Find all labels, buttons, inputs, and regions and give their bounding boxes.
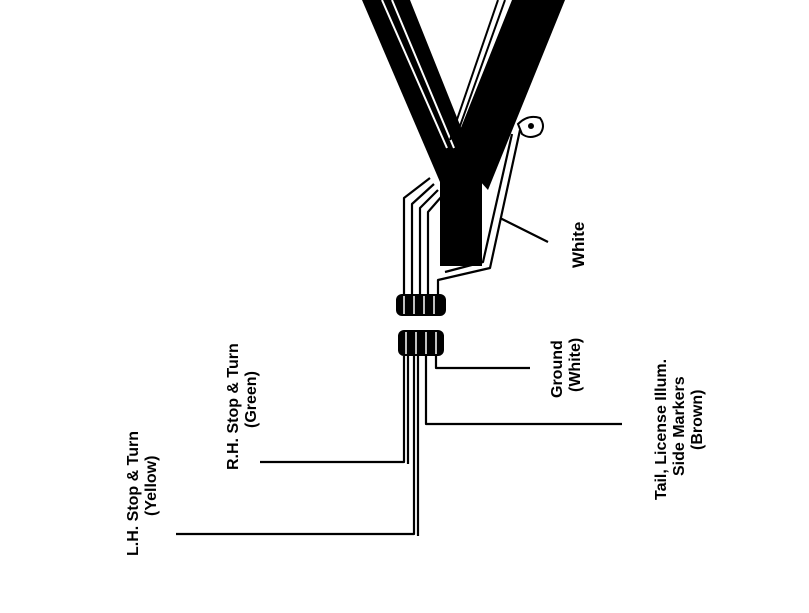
- connector-plug: [396, 294, 446, 356]
- svg-text:L.H. Stop & Turn: L.H. Stop & Turn: [125, 431, 142, 556]
- ground-bolt-icon: [516, 115, 544, 138]
- wire-between-beams-2: [454, 0, 506, 141]
- svg-text:Side Markers: Side Markers: [671, 376, 688, 476]
- connector-lower: [398, 330, 444, 356]
- frame-tongue: [440, 148, 482, 266]
- label-lh-stop-turn: L.H. Stop & Turn (Yellow): [125, 431, 160, 556]
- svg-text:(Brown): (Brown): [689, 390, 706, 450]
- white-leader-line: [499, 217, 549, 243]
- harness-upper: [402, 177, 443, 296]
- svg-text:(Green): (Green): [243, 371, 260, 428]
- svg-text:Ground: Ground: [549, 340, 566, 398]
- svg-text:(White): (White): [567, 338, 584, 392]
- label-tail-license: Tail, License Illum. Side Markers (Brown…: [653, 359, 706, 500]
- wire-lh: [176, 356, 416, 536]
- svg-text:R.H. Stop & Turn: R.H. Stop & Turn: [225, 343, 242, 470]
- harness-lower: [176, 356, 622, 536]
- svg-text:Tail, License Illum.: Tail, License Illum.: [653, 359, 670, 500]
- white-ground-wire-inner: [444, 133, 514, 274]
- trailer-frame: [362, 0, 565, 266]
- label-rh-stop-turn: R.H. Stop & Turn (Green): [225, 343, 260, 470]
- label-white: White: [569, 222, 588, 268]
- label-ground: Ground (White): [549, 338, 584, 398]
- wire-between-beams-1: [449, 0, 499, 141]
- svg-text:(Yellow): (Yellow): [143, 456, 160, 516]
- frame-right-beam: [452, 0, 565, 190]
- wire-in-left-beam-2: [391, 0, 455, 149]
- wire-ground: [434, 356, 530, 370]
- white-ground-wire: [436, 129, 522, 296]
- wire-rh: [260, 356, 406, 464]
- wire-in-left-beam-1: [381, 0, 448, 149]
- wire-tail: [424, 356, 622, 426]
